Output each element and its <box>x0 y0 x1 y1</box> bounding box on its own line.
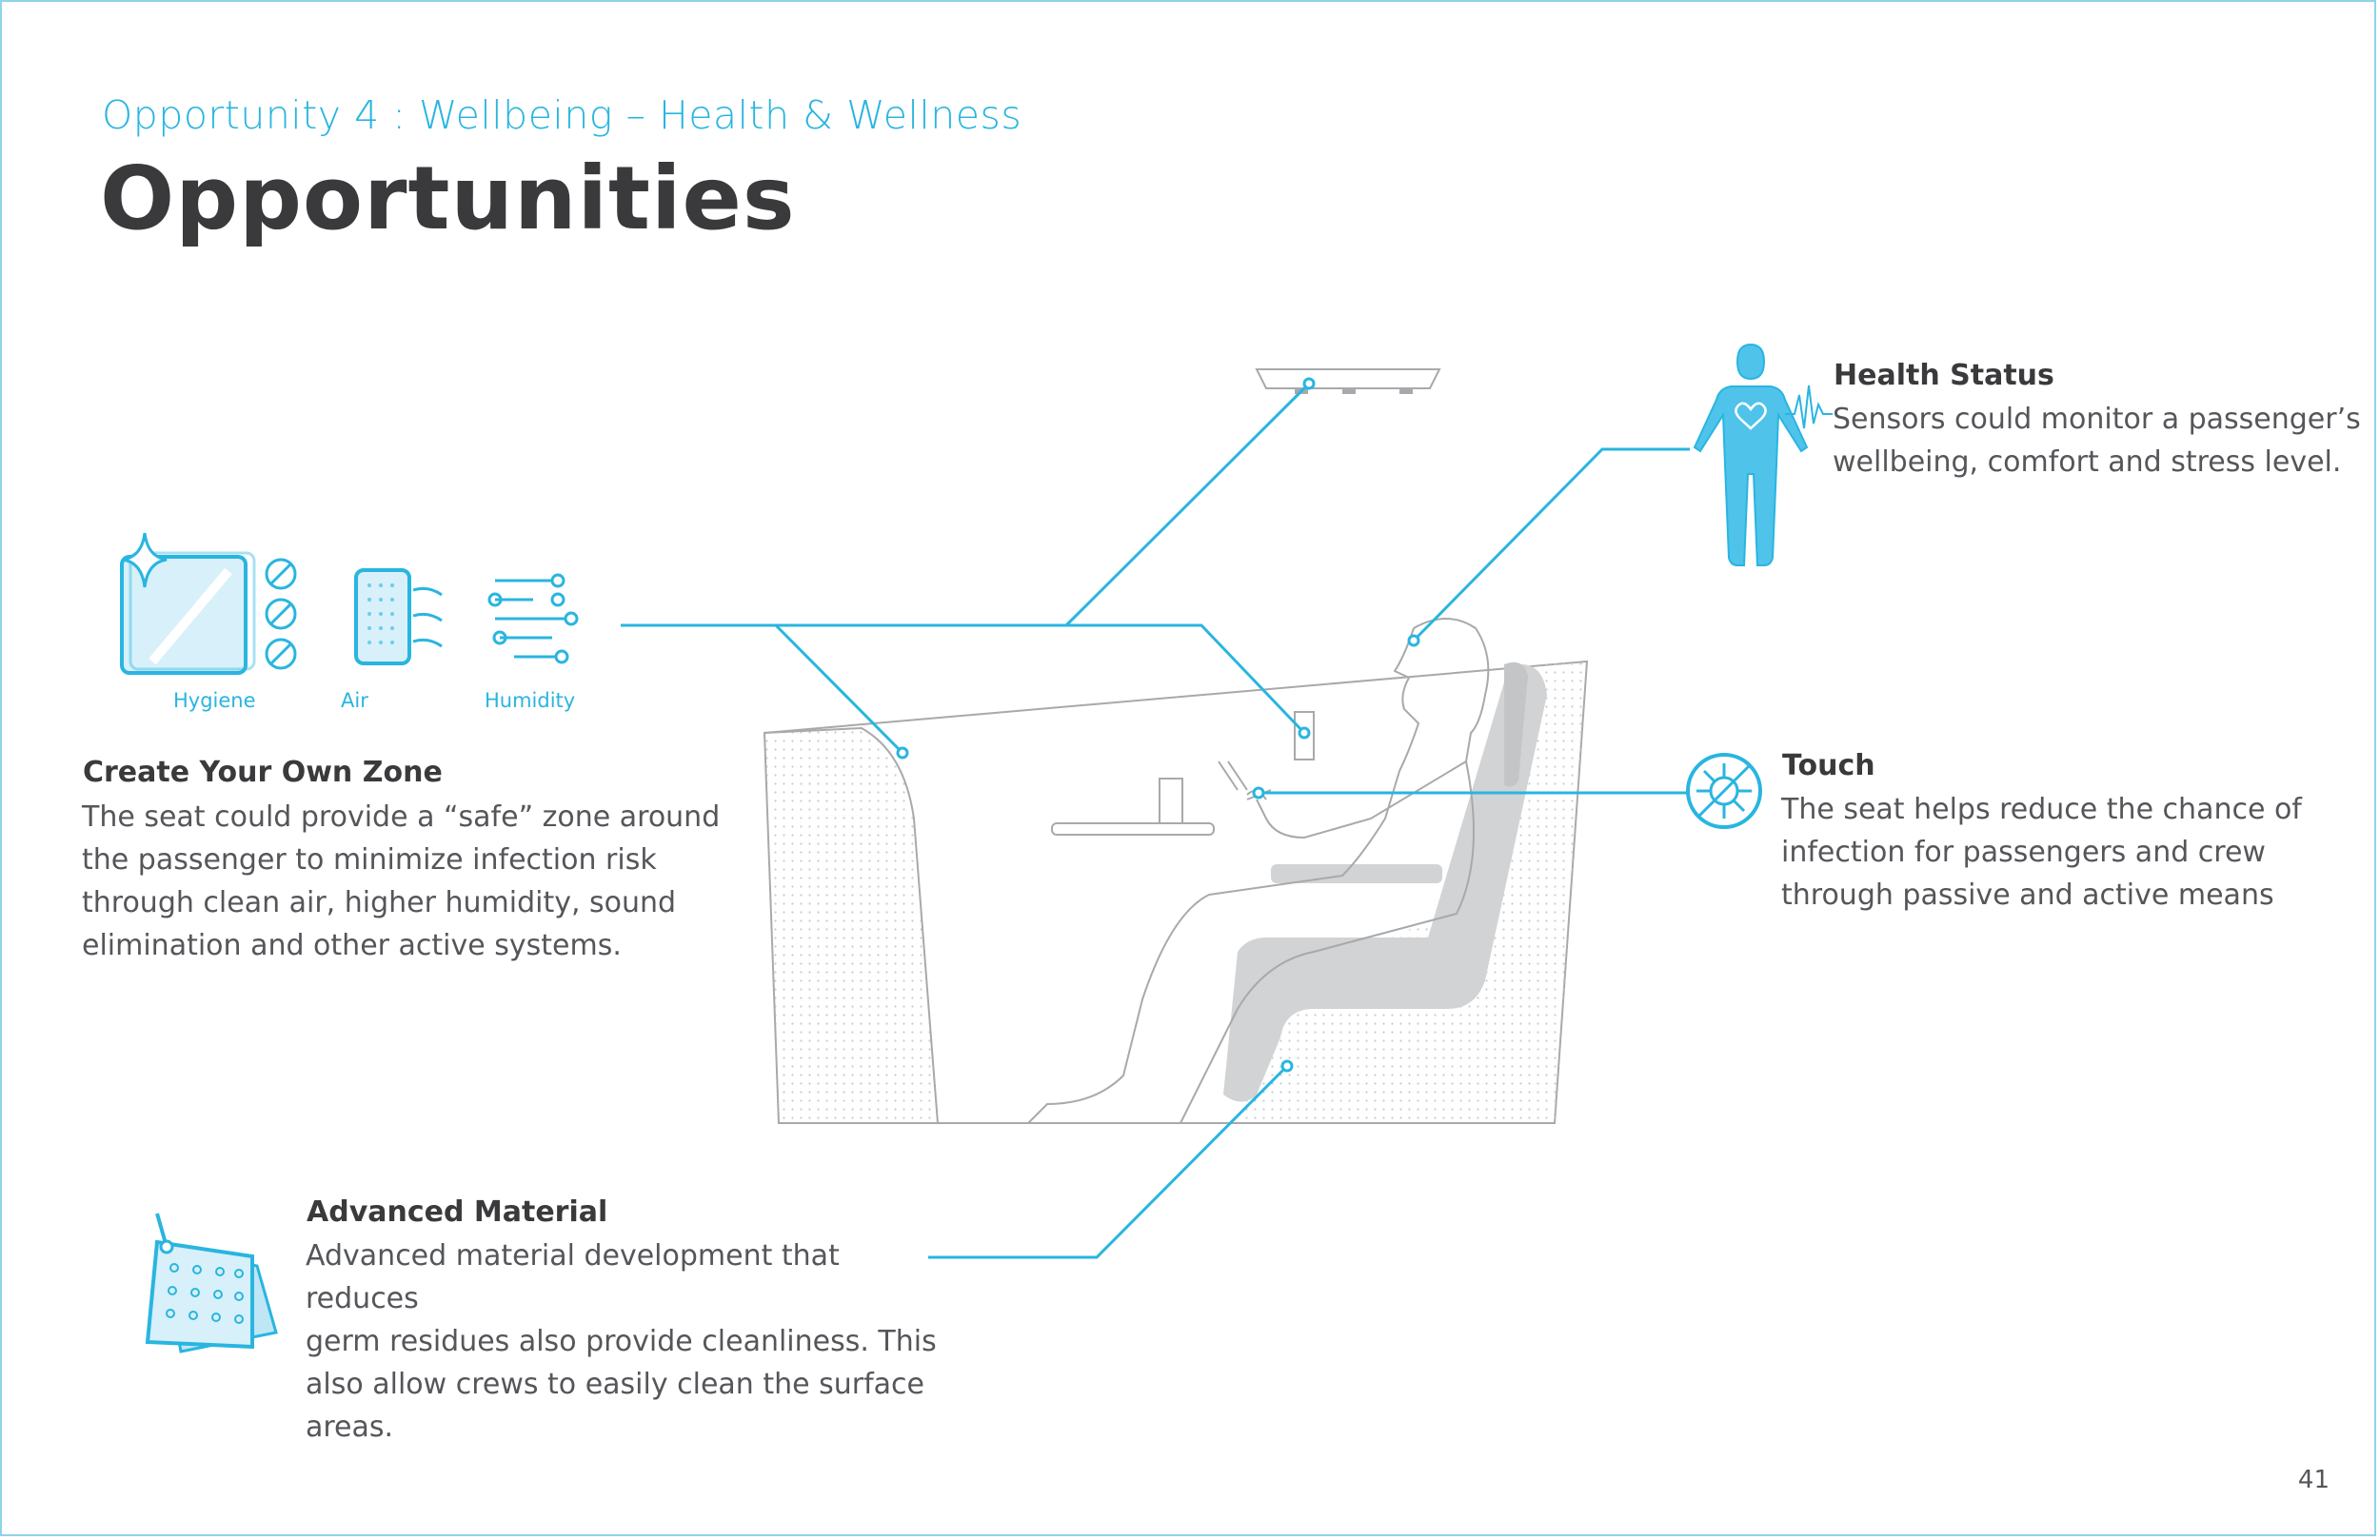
health-heading: Health Status <box>1834 359 2054 392</box>
material-body-line: Advanced material development that reduc… <box>306 1239 840 1315</box>
touch-heading: Touch <box>1782 749 1875 782</box>
health-body-line: Sensors could monitor a passenger’s <box>1833 403 2361 436</box>
page-subtitle: Opportunity 4 : Wellbeing – Health & Wel… <box>102 92 1022 138</box>
human-body-icon <box>1693 343 1809 566</box>
icon-caption-hygiene: Hygiene <box>173 689 256 712</box>
page-number: 41 <box>2297 1466 2330 1494</box>
zone-body-line: the passenger to minimize infection risk <box>82 843 657 877</box>
ceiling-unit <box>1255 368 1441 394</box>
health-body-line: wellbeing, comfort and stress level. <box>1833 445 2342 479</box>
humidity-icon <box>487 573 579 664</box>
heartbeat-icon <box>1785 385 1833 429</box>
no-virus-icon <box>265 558 297 670</box>
zone-body-line: elimination and other active systems. <box>82 929 622 962</box>
sparkle-icon <box>122 532 168 588</box>
touch-body: The seat helps reduce the chance of infe… <box>1781 788 2352 917</box>
air-filter-icon <box>354 568 443 665</box>
passenger <box>1027 618 1490 1124</box>
health-body: Sensors could monitor a passenger’s well… <box>1833 398 2366 484</box>
material-heading: Advanced Material <box>307 1195 608 1229</box>
icon-caption-humidity: Humidity <box>485 689 576 712</box>
wall-sensor <box>1294 711 1315 760</box>
touch-body-line: infection for passengers and crew <box>1781 836 2266 869</box>
material-body-line: germ residues also provide cleanliness. … <box>306 1325 937 1358</box>
zone-body-line: The seat could provide a “safe” zone aro… <box>82 800 721 834</box>
callout-dots <box>896 377 1420 1073</box>
virus-icon <box>1686 753 1762 829</box>
side-table <box>1051 778 1215 836</box>
glass-panel-icon <box>120 532 256 675</box>
material-body-line: also allow crews to easily clean the sur… <box>306 1368 924 1401</box>
zone-body: The seat could provide a “safe” zone aro… <box>82 796 748 967</box>
page-title: Opportunities <box>100 148 796 249</box>
touch-body-line: through passive and active means <box>1781 879 2274 912</box>
zone-body-line: through clean air, higher humidity, soun… <box>82 886 677 919</box>
icon-caption-air: Air <box>341 689 368 712</box>
material-body-line: areas. <box>306 1411 394 1444</box>
seat <box>1223 661 1547 1102</box>
fabric-swatch-icon <box>145 1213 278 1353</box>
zone-heading: Create Your Own Zone <box>83 756 443 789</box>
heart-icon <box>1735 402 1767 430</box>
callout-lines <box>621 382 1690 1259</box>
material-body: Advanced material development that reduc… <box>306 1234 953 1449</box>
touch-body-line: The seat helps reduce the chance of <box>1781 793 2302 826</box>
